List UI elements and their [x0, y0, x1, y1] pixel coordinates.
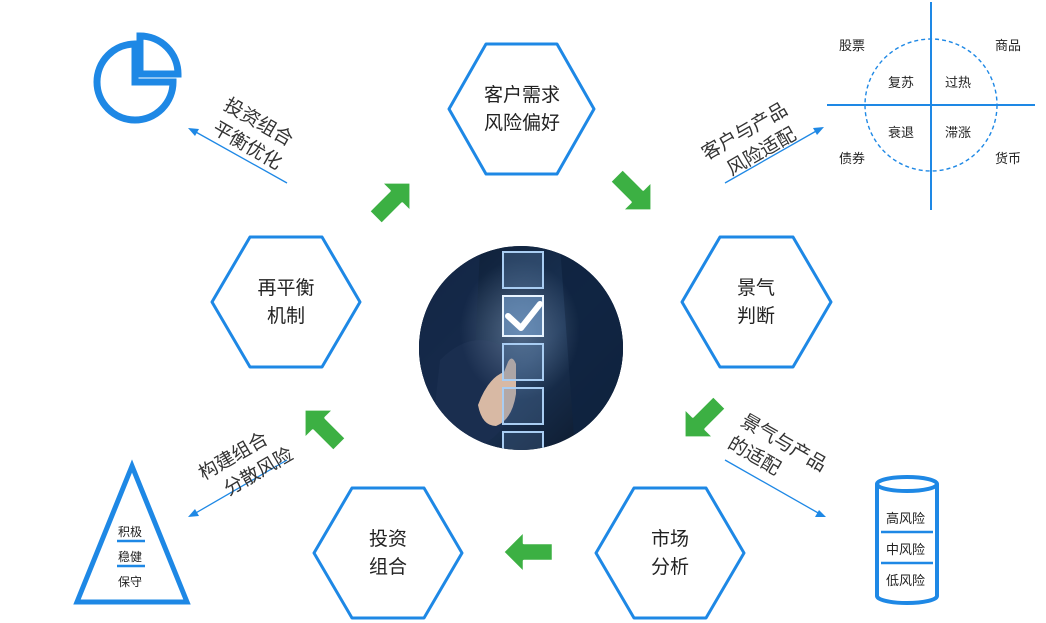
- pie-chart-icon: [93, 32, 182, 124]
- investment-clock: [827, 2, 1035, 210]
- clock-bonds-label: 债券: [839, 152, 866, 167]
- clock-recession-label: 衰退: [888, 126, 915, 141]
- connector-match-customer: [724, 129, 819, 184]
- climate-line1: 景气: [736, 277, 775, 299]
- market-line2: 分析: [650, 556, 689, 578]
- risk-low-label: 低风险: [886, 574, 926, 589]
- clock-commodities-label: 商品: [995, 39, 1022, 54]
- checklist-icon: [502, 251, 544, 450]
- rebalance-line2: 机制: [266, 305, 305, 327]
- center-photo: [419, 246, 623, 450]
- hexagon-customer: [447, 42, 596, 176]
- connector-optimize: [193, 130, 288, 184]
- customer-line1: 客户需求: [483, 84, 560, 106]
- hexagon-market-label: 市场 分析: [595, 525, 745, 581]
- market-line1: 市场: [650, 528, 689, 550]
- customer-line2: 风险偏好: [483, 112, 560, 134]
- portfolio-line2: 组合: [368, 556, 407, 578]
- pyramid-aggressive-label: 积极: [118, 525, 143, 539]
- hexagon-market: [594, 486, 746, 620]
- hexagon-customer-label: 客户需求 风险偏好: [447, 81, 597, 137]
- clock-recovery-label: 复苏: [888, 76, 915, 91]
- risk-pyramid-icon: [73, 459, 191, 605]
- hexagon-rebalance: [210, 235, 362, 369]
- risk-mid-label: 中风险: [886, 543, 926, 558]
- connector-match-climate: [724, 459, 821, 515]
- risk-cylinder-icon: [875, 475, 939, 605]
- hexagon-climate-label: 景气 判断: [681, 274, 831, 330]
- green-arrow-to-customer: [367, 181, 412, 226]
- clock-stocks-label: 股票: [839, 39, 866, 54]
- green-arrow-to-rebalance: [303, 408, 348, 453]
- pyramid-balanced-label: 稳健: [118, 550, 143, 564]
- hexagon-rebalance-label: 再平衡 机制: [211, 274, 361, 330]
- connector-diversify: [193, 459, 288, 515]
- rebalance-line1: 再平衡: [257, 277, 315, 299]
- hexagon-portfolio-label: 投资 组合: [313, 525, 463, 581]
- hexagon-portfolio: [312, 486, 464, 620]
- portfolio-line1: 投资: [368, 528, 407, 550]
- green-arrow-to-market: [683, 394, 728, 439]
- climate-line2: 判断: [736, 305, 775, 327]
- green-arrow-to-portfolio: [501, 529, 555, 575]
- clock-stagflation-label: 滞涨: [945, 126, 972, 141]
- risk-high-label: 高风险: [886, 512, 926, 527]
- green-arrow-to-climate: [608, 167, 653, 212]
- clock-overheat-label: 过热: [945, 76, 972, 91]
- pyramid-conservative-label: 保守: [118, 575, 143, 589]
- clock-cash-label: 货币: [995, 152, 1022, 167]
- hexagon-climate: [680, 235, 833, 369]
